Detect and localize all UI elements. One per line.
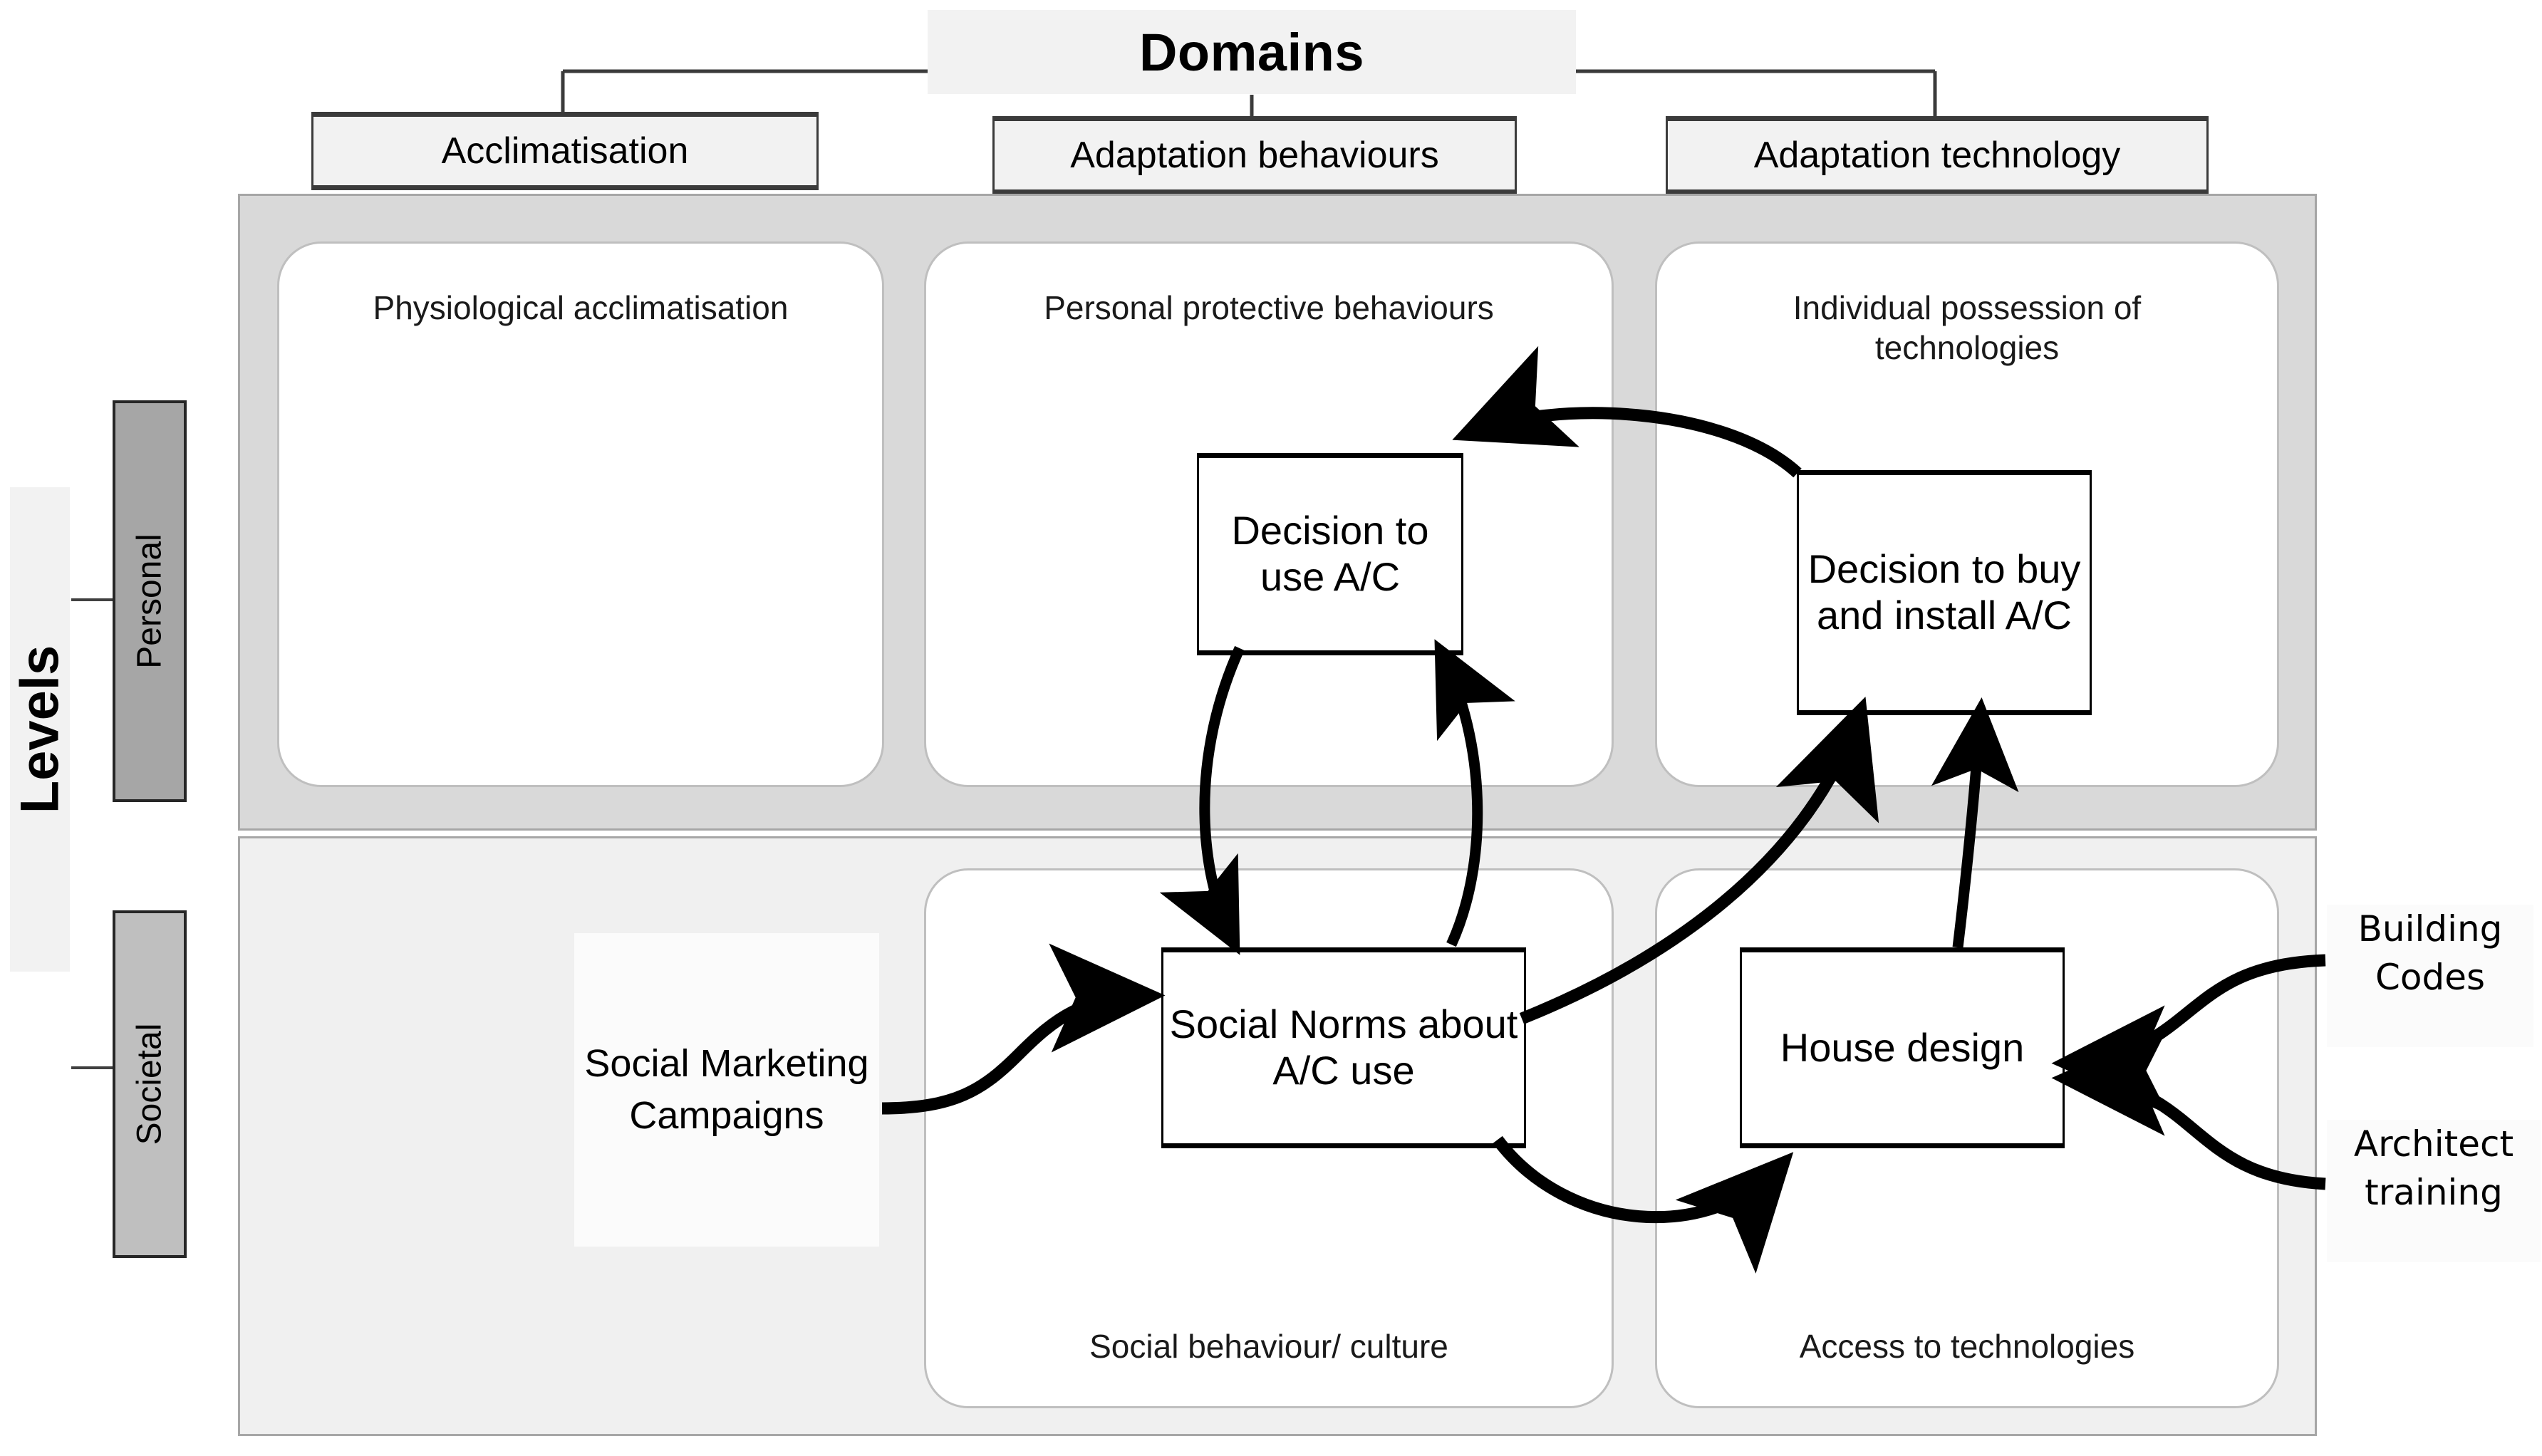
page-title: Domains <box>928 10 1576 94</box>
cell-label-access-to-technologies: Access to technologies <box>1799 1327 2135 1365</box>
cell-personal-acclimatisation[interactable]: Physiological acclimatisation <box>277 241 884 787</box>
domain-header-adaptation-behaviours[interactable]: Adaptation behaviours <box>992 116 1517 194</box>
node-decision-to-buy-and-install-ac[interactable]: Decision to buy and install A/C <box>1797 470 2092 715</box>
row-panel-personal: Physiological acclimatisation Personal p… <box>238 194 2317 831</box>
leader-line-societal <box>71 1066 113 1069</box>
leader-line-personal <box>71 598 113 601</box>
cell-label-individual-possession-of-technologies: Individual possession of technologies <box>1793 289 2142 367</box>
levels-axis-title-label: Levels <box>9 645 71 814</box>
cell-label-personal-protective-behaviours: Personal protective behaviours <box>1044 289 1494 326</box>
level-label-personal-text: Personal <box>130 534 169 669</box>
domain-header-adaptation-technology[interactable]: Adaptation technology <box>1666 116 2209 194</box>
label-architect-training[interactable]: Architect training <box>2327 1120 2541 1262</box>
levels-axis-title: Levels <box>9 487 71 972</box>
cell-label-physiological-acclimatisation: Physiological acclimatisation <box>373 289 789 326</box>
node-social-norms-about-ac-use[interactable]: Social Norms about A/C use <box>1161 947 1526 1148</box>
label-social-marketing-campaigns[interactable]: Social Marketing Campaigns <box>574 933 879 1247</box>
level-label-societal-text: Societal <box>130 1023 169 1145</box>
level-label-personal[interactable]: Personal <box>113 400 187 802</box>
node-decision-to-use-ac[interactable]: Decision to use A/C <box>1197 453 1463 655</box>
level-label-societal[interactable]: Societal <box>113 910 187 1258</box>
node-house-design[interactable]: House design <box>1740 947 2065 1148</box>
domain-header-acclimatisation[interactable]: Acclimatisation <box>311 112 819 190</box>
label-building-codes[interactable]: Building Codes <box>2327 905 2533 1047</box>
cell-label-social-behaviour-culture: Social behaviour/ culture <box>1089 1327 1448 1365</box>
